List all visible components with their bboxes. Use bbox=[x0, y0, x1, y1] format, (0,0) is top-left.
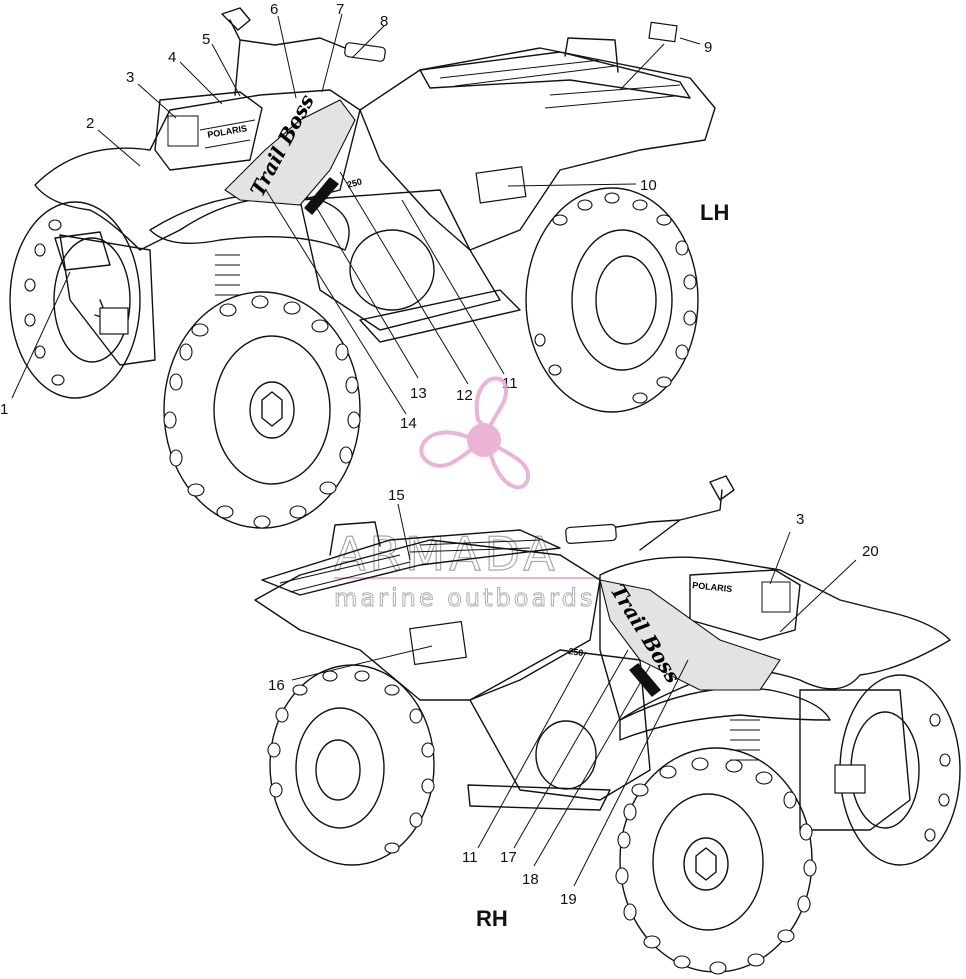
callout-18: 18 bbox=[522, 871, 539, 888]
watermark-tagline: marine outboards bbox=[334, 584, 595, 612]
atv-lh-illustration: POLARIS Trail Boss 250 bbox=[9, 7, 716, 529]
rh-rear-fender-decal bbox=[409, 620, 467, 666]
callout-7: 7 bbox=[336, 1, 344, 18]
callout-17: 17 bbox=[500, 849, 517, 866]
atv-rh-illustration: POLARIS Trail Boss 250 bbox=[254, 475, 961, 975]
lh-view-label: LH bbox=[700, 200, 729, 225]
lh-engine-decal: 250 bbox=[346, 176, 363, 190]
lh-far-front-wheel bbox=[9, 201, 141, 399]
lh-near-front-wheel bbox=[163, 291, 361, 529]
callout-20: 20 bbox=[862, 543, 879, 560]
callout-3-rh: 3 bbox=[796, 511, 804, 528]
tag-9-decal bbox=[648, 21, 678, 43]
rh-view-label: RH bbox=[476, 906, 508, 931]
rh-callouts: 3 11 15 16 17 18 19 20 bbox=[268, 487, 879, 908]
lh-leader-lines bbox=[11, 13, 701, 415]
callout-3: 3 bbox=[126, 69, 134, 86]
callout-8: 8 bbox=[380, 13, 388, 30]
watermark-propeller-logo bbox=[419, 376, 531, 490]
callout-2: 2 bbox=[86, 115, 94, 132]
callout-13: 13 bbox=[410, 385, 427, 402]
lh-callouts: 1 2 3 4 5 6 7 8 9 10 11 12 13 14 bbox=[0, 1, 712, 432]
callout-12: 12 bbox=[456, 387, 473, 404]
lh-rear-fender-decal bbox=[475, 166, 527, 204]
rh-side-decal bbox=[599, 579, 781, 691]
callout-5: 5 bbox=[202, 31, 210, 48]
callout-14: 14 bbox=[400, 415, 417, 432]
callout-9: 9 bbox=[704, 39, 712, 56]
callout-6: 6 bbox=[270, 1, 278, 18]
callout-19: 19 bbox=[560, 891, 577, 908]
rh-brand-decal: POLARIS bbox=[692, 580, 733, 594]
rh-leader-lines bbox=[291, 503, 857, 887]
callout-4: 4 bbox=[168, 49, 176, 66]
lh-front-plate bbox=[99, 307, 129, 335]
rh-front-plate bbox=[834, 764, 866, 794]
callout-15: 15 bbox=[388, 487, 405, 504]
callout-10: 10 bbox=[640, 177, 657, 194]
callout-11-rh: 11 bbox=[462, 849, 478, 866]
rh-near-front-wheel bbox=[615, 747, 817, 975]
lh-side-decal bbox=[224, 99, 356, 206]
rh-engine-decal: 250 bbox=[568, 646, 584, 658]
lh-brand-decal: POLARIS bbox=[207, 123, 248, 140]
callout-1: 1 bbox=[0, 401, 8, 418]
rh-near-rear-wheel bbox=[267, 664, 435, 866]
lh-rear-wheel bbox=[525, 187, 699, 413]
callout-16: 16 bbox=[268, 677, 285, 694]
